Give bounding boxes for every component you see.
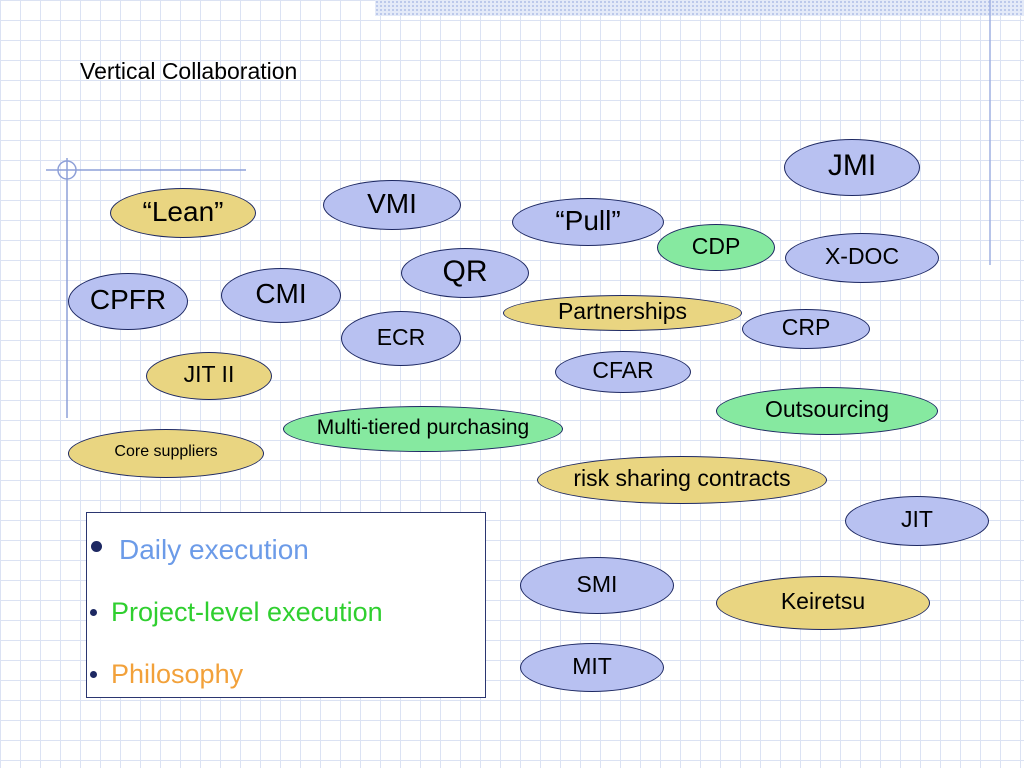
- oval-label: CMI: [255, 278, 307, 309]
- oval-vmi: VMI: [323, 180, 461, 230]
- oval-jmi: JMI: [784, 139, 920, 196]
- oval-risk-sharing-contracts: risk sharing contracts: [537, 456, 827, 504]
- oval-label: VMI: [367, 187, 417, 219]
- oval-pull: “Pull”: [512, 198, 664, 246]
- oval-qr: QR: [401, 248, 529, 298]
- oval-label: MIT: [572, 652, 612, 679]
- oval-ecr: ECR: [341, 311, 461, 366]
- oval-label: QR: [442, 254, 488, 288]
- rule-circle: [57, 160, 77, 180]
- bullet-icon: [91, 540, 102, 552]
- bullet-icon: [90, 609, 97, 616]
- oval-label: CDP: [691, 232, 741, 259]
- oval-label: CRP: [781, 314, 831, 340]
- legend-label-project: Project-level execution: [111, 597, 383, 627]
- oval-smi: SMI: [520, 557, 674, 614]
- oval-jit: JIT: [845, 496, 989, 546]
- oval-keiretsu: Keiretsu: [716, 576, 930, 630]
- legend-item-project: Project-level execution: [90, 597, 383, 628]
- oval-multi-tiered-purchasing: Multi-tiered purchasing: [283, 406, 563, 452]
- oval-x-doc: X-DOC: [785, 233, 939, 283]
- oval-cmi: CMI: [221, 268, 341, 323]
- oval-label: “Pull”: [555, 204, 621, 236]
- oval-outsourcing: Outsourcing: [716, 387, 938, 435]
- oval-label: ECR: [376, 323, 426, 350]
- oval-core-suppliers: Core suppliers: [68, 429, 264, 478]
- legend-label-philosophy: Philosophy: [111, 659, 244, 689]
- oval-label: X-DOC: [824, 243, 900, 269]
- oval-label: Multi-tiered purchasing: [316, 416, 530, 439]
- legend-item-daily: Daily execution: [91, 534, 309, 566]
- oval-cfar: CFAR: [555, 351, 691, 393]
- oval-jit-ii: JIT II: [146, 352, 272, 400]
- oval-label: JMI: [827, 149, 877, 182]
- legend-box: Daily execution Project-level execution …: [86, 512, 486, 698]
- oval-label: risk sharing contracts: [573, 465, 791, 491]
- oval-cdp: CDP: [657, 224, 775, 271]
- oval-crp: CRP: [742, 309, 870, 349]
- slide-title: Vertical Collaboration: [80, 58, 298, 84]
- oval-mit: MIT: [520, 643, 664, 692]
- oval-partnerships: Partnerships: [503, 295, 742, 331]
- oval-label: CPFR: [89, 284, 167, 315]
- legend-label-daily: Daily execution: [119, 534, 309, 565]
- oval-label: JIT II: [183, 361, 235, 387]
- oval-label: Core suppliers: [114, 443, 218, 460]
- oval-label: CFAR: [592, 357, 654, 383]
- oval-label: Keiretsu: [780, 588, 866, 614]
- bullet-icon: [90, 671, 97, 678]
- oval-label: Partnerships: [557, 298, 688, 324]
- oval-lean: “Lean”: [110, 188, 256, 238]
- top-dotted-band: [375, 0, 1024, 16]
- oval-label: “Lean”: [142, 195, 224, 227]
- oval-label: JIT: [901, 506, 933, 532]
- oval-label: SMI: [576, 570, 618, 597]
- legend-item-philosophy: Philosophy: [90, 659, 243, 690]
- oval-cpfr: CPFR: [68, 273, 188, 330]
- oval-label: Outsourcing: [764, 396, 889, 422]
